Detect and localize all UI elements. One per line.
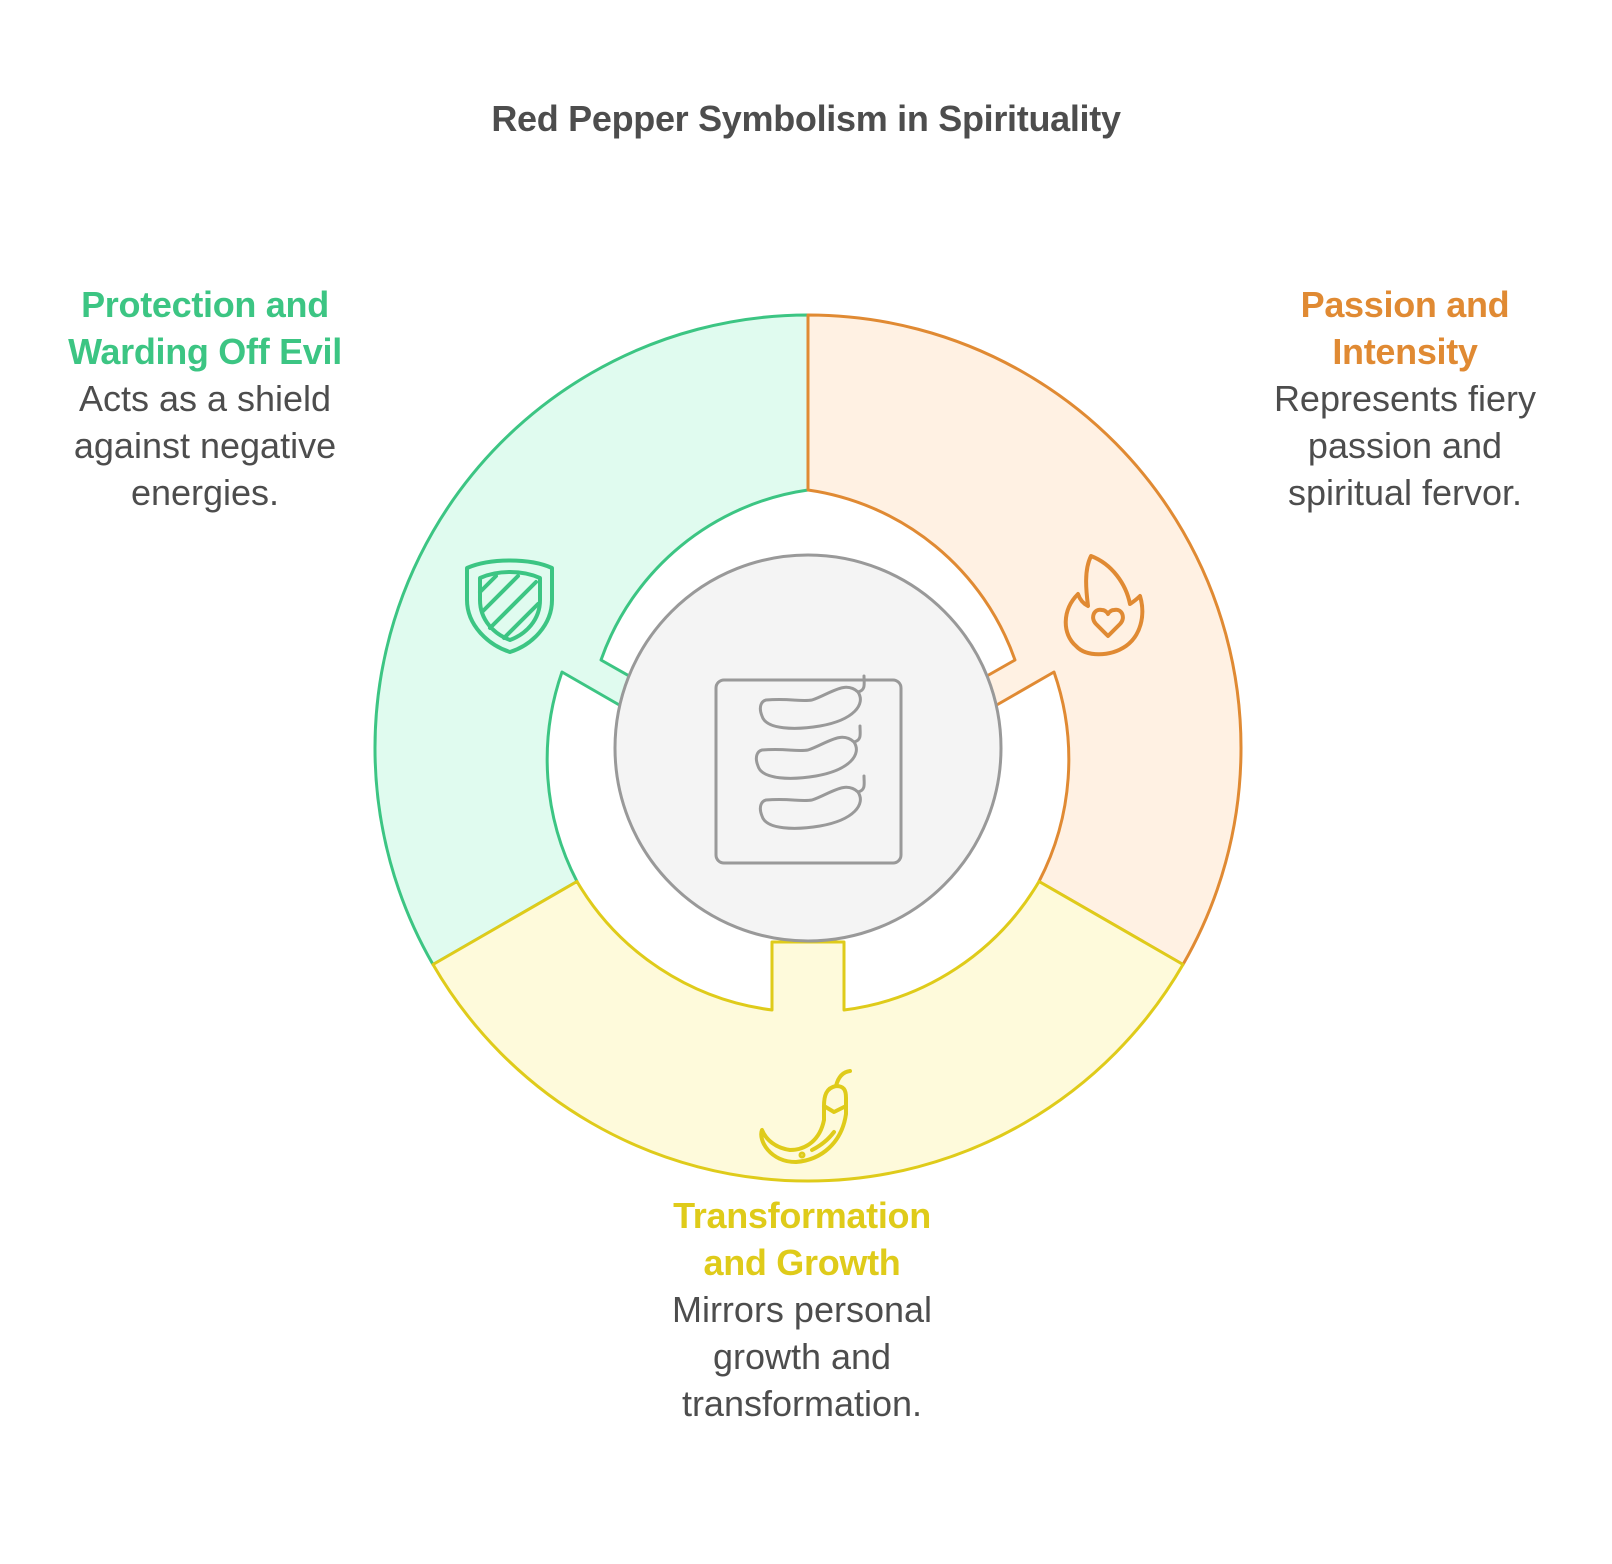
desc-line: energies. <box>130 472 280 513</box>
chili-pepper-icon <box>759 1069 852 1164</box>
flame-heart-icon <box>1063 554 1145 657</box>
desc-line: passion and <box>1307 425 1503 466</box>
desc-line: spiritual fervor. <box>1287 472 1523 513</box>
heading-line: Warding Off Evil <box>68 331 342 372</box>
segment-label-passion: Passion and Intensity Represents fiery p… <box>1240 281 1570 516</box>
heading-line: and Growth <box>703 1242 901 1283</box>
shield-icon <box>465 558 554 654</box>
segment-heading: Passion and Intensity <box>1240 281 1570 375</box>
segment-transformation[interactable] <box>431 880 1185 1183</box>
segment-description: Acts as a shield against negative energi… <box>40 375 370 516</box>
desc-line: Mirrors personal <box>671 1289 933 1330</box>
heading-line: Intensity <box>1332 331 1478 372</box>
heading-line: Passion and <box>1300 284 1510 325</box>
center-hub <box>613 553 1003 943</box>
segment-heading: Protection and Warding Off Evil <box>40 281 370 375</box>
three-peppers-icon <box>714 674 903 865</box>
heading-line: Transformation <box>673 1195 931 1236</box>
desc-line: transformation. <box>681 1383 923 1424</box>
segment-description: Represents fiery passion and spiritual f… <box>1240 375 1570 516</box>
segment-protection[interactable] <box>373 313 810 966</box>
desc-line: Acts as a shield <box>78 378 332 419</box>
segment-passion[interactable] <box>806 313 1243 966</box>
segment-description: Mirrors personal growth and transformati… <box>632 1286 972 1427</box>
desc-line: Represents fiery <box>1273 378 1537 419</box>
diagram-title: Red Pepper Symbolism in Spirituality <box>491 98 1121 139</box>
segment-label-transformation: Transformation and Growth Mirrors person… <box>632 1192 972 1427</box>
segment-label-protection: Protection and Warding Off Evil Acts as … <box>40 281 370 516</box>
desc-line: against negative <box>73 425 337 466</box>
segment-heading: Transformation and Growth <box>632 1192 972 1286</box>
desc-line: growth and <box>712 1336 892 1377</box>
heading-line: Protection and <box>81 284 329 325</box>
